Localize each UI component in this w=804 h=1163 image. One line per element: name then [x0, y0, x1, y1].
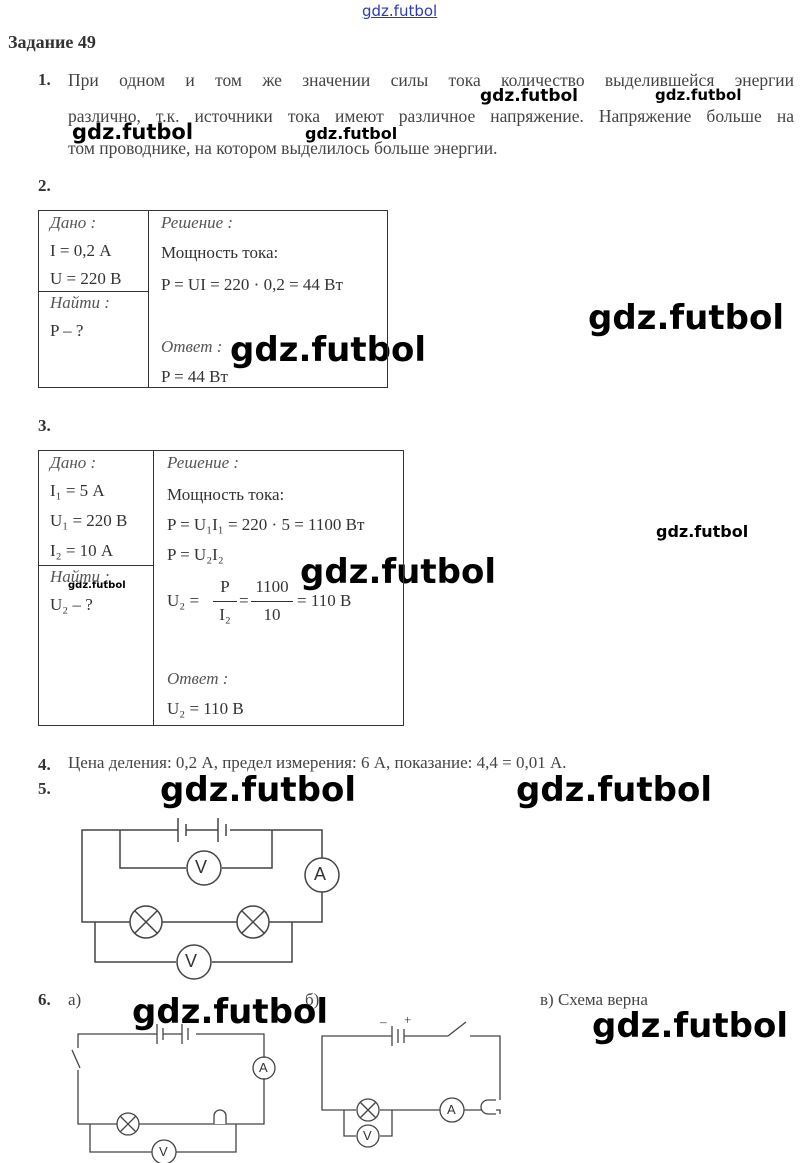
answer-label: Ответ : — [161, 337, 223, 356]
task1-line: различно, т.к. источники тока имеют разл… — [68, 106, 794, 126]
task6-c-label: в) Схема верна — [540, 990, 648, 1009]
voltmeter-label: V — [363, 1128, 372, 1143]
solution-label: Решение : — [161, 213, 234, 232]
watermark: gdz.futbol — [68, 580, 126, 591]
watermark: gdz.futbol — [230, 330, 426, 370]
task6-a-label: а) — [68, 990, 82, 1009]
task4-text: Цена деления: 0,2 А, предел измерения: 6… — [68, 753, 567, 772]
watermark: gdz.futbol — [588, 298, 784, 338]
given-current-2: I₂ = 10 А — [50, 541, 114, 560]
task1-line: том проводнике, на котором выделилось бо… — [68, 138, 498, 158]
given-voltage: U = 220 В — [50, 269, 122, 288]
solution-fraction-lhs: U₂ = — [167, 591, 200, 610]
task6-b-label: б) — [305, 990, 320, 1009]
given-voltage-1: U₁ = 220 В — [50, 511, 128, 530]
task3-number: 3. — [38, 416, 51, 435]
ammeter-label: A — [259, 1060, 268, 1075]
solution-label: Решение : — [167, 453, 240, 472]
task1-text: При одном и том же значении силы тока ко… — [68, 62, 794, 166]
watermark: gdz.futbol — [132, 992, 328, 1032]
fraction-denominator: I₂ — [219, 605, 231, 624]
solution-fraction-rhs: = 110 В — [297, 591, 352, 610]
answer-value: P = 44 Вт — [161, 367, 228, 386]
ammeter-label: A — [314, 864, 327, 884]
solution-formula: P = UI = 220 · 0,2 = 44 Вт — [161, 275, 343, 294]
answer-label: Ответ : — [167, 669, 229, 688]
fraction-numerator: 1100 — [255, 577, 289, 596]
solution-formula: P = U₁I₁ = 220 · 5 = 1100 Вт — [167, 515, 365, 534]
task2-number: 2. — [38, 176, 51, 195]
watermark: gdz.futbol — [305, 124, 398, 143]
fraction-denominator: 10 — [263, 605, 281, 624]
given-label: Дано : — [50, 213, 97, 232]
watermark: gdz.futbol — [655, 86, 742, 104]
solution-line: Мощность тока: — [167, 485, 285, 504]
plus-sign: + — [404, 1012, 412, 1027]
voltmeter-label: V — [195, 857, 208, 877]
task5-number: 5. — [38, 779, 51, 798]
voltmeter-label: V — [159, 1144, 168, 1159]
task1-line: При одном и том же значении силы тока ко… — [68, 70, 794, 90]
watermark: gdz.futbol — [516, 770, 712, 810]
watermark: gdz.futbol — [300, 552, 496, 592]
task1-number: 1. — [38, 70, 51, 89]
watermark: gdz.futbol — [72, 120, 194, 144]
watermark: gdz.futbol — [160, 770, 356, 810]
page-title: Задание 49 — [8, 32, 96, 52]
find-voltage-2: U₂ – ? — [50, 595, 93, 614]
task6-number: 6. — [38, 990, 51, 1009]
given-label: Дано : — [50, 453, 97, 472]
given-current: I = 0,2 А — [50, 241, 112, 260]
watermark: gdz.futbol — [656, 522, 749, 541]
given-current-1: I₁ = 5 А — [50, 481, 105, 500]
watermark-top[interactable]: gdz.futbol — [362, 2, 438, 20]
find-label: Найти : — [50, 567, 110, 586]
task2-table: Дано : I = 0,2 А U = 220 В Найти : P – ?… — [38, 210, 388, 388]
voltmeter-label: V — [185, 951, 198, 971]
fraction-numerator: P — [220, 577, 230, 596]
task4-number: 4. — [38, 755, 51, 774]
solution-line: Мощность тока: — [161, 243, 279, 262]
answer-value: U₂ = 110 В — [167, 699, 244, 718]
solution-formula: P = U₂I₂ — [167, 545, 224, 564]
ammeter-label: A — [447, 1102, 456, 1117]
find-label: Найти : — [50, 293, 110, 312]
minus-sign: – — [380, 1014, 387, 1029]
find-power: P – ? — [50, 321, 84, 340]
task3-table: Дано : I₁ = 5 А U₁ = 220 В I₂ = 10 А Най… — [38, 450, 404, 726]
watermark: gdz.futbol — [592, 1006, 788, 1046]
watermark: gdz.futbol — [480, 86, 578, 106]
